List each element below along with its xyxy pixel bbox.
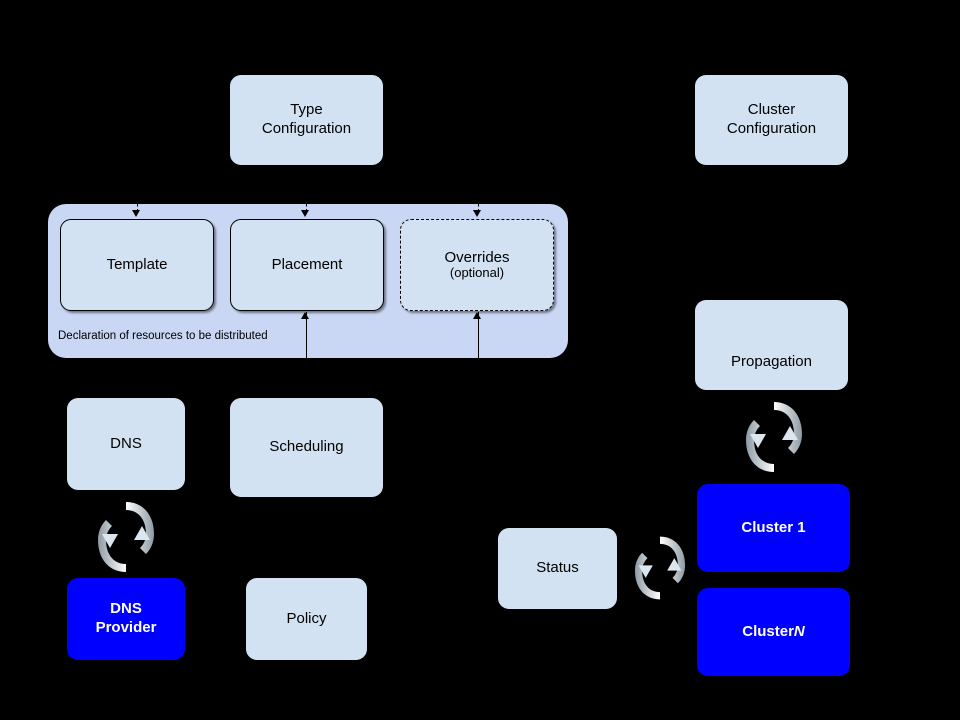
connector-type-config-to-placement xyxy=(306,198,307,212)
node-cluster-n-label-prefix: Cluster xyxy=(742,622,794,640)
node-cluster-n-label-italic: N xyxy=(793,622,805,640)
sync-propagation-to-cluster-icon xyxy=(736,396,812,478)
node-propagation[interactable]: Propagation xyxy=(695,300,848,390)
node-template-label: Template xyxy=(106,255,168,273)
node-propagation-label: Propagation xyxy=(731,353,812,371)
node-placement[interactable]: Placement xyxy=(230,219,384,311)
node-dns[interactable]: DNS xyxy=(67,398,185,490)
node-cluster-1-label: Cluster 1 xyxy=(741,518,806,536)
node-status-label: Status xyxy=(536,559,579,577)
connector-scheduling-inner-arrowhead xyxy=(301,312,309,319)
sync-status-to-cluster-icon xyxy=(626,528,694,608)
node-overrides[interactable]: Overrides (optional) xyxy=(400,219,554,311)
node-cluster-configuration-label: Cluster Configuration xyxy=(726,101,817,137)
sync-dns-to-provider-icon xyxy=(88,496,164,578)
connector-type-config-to-placement-arrowhead xyxy=(301,210,309,217)
connector-type-config-to-overrides-arrowhead xyxy=(473,210,481,217)
node-scheduling-label: Scheduling xyxy=(269,438,344,456)
node-overrides-sublabel: (optional) xyxy=(449,265,505,281)
node-dns-provider[interactable]: DNS Provider xyxy=(67,578,185,660)
node-cluster-configuration[interactable]: Cluster Configuration xyxy=(695,75,848,165)
group-caption: Declaration of resources to be distribut… xyxy=(58,330,268,342)
node-status[interactable]: Status xyxy=(498,528,617,609)
node-scheduling[interactable]: Scheduling xyxy=(230,398,383,497)
connector-type-config-to-overrides xyxy=(478,198,479,212)
node-policy-label: Policy xyxy=(286,609,327,627)
connector-type-config-to-template xyxy=(137,198,138,212)
node-template[interactable]: Template xyxy=(60,219,214,311)
node-cluster-n[interactable]: Cluster N xyxy=(697,588,850,676)
node-policy[interactable]: Policy xyxy=(246,578,367,660)
node-dns-label: DNS xyxy=(110,434,142,452)
node-type-configuration-label: Type Configuration xyxy=(261,101,352,137)
node-type-configuration[interactable]: Type Configuration xyxy=(230,75,383,165)
node-overrides-label: Overrides xyxy=(444,248,510,266)
connector-policy-inner-arrowhead xyxy=(473,312,481,319)
connector-type-config-to-template-arrowhead xyxy=(132,210,140,217)
node-placement-label: Placement xyxy=(271,255,343,273)
node-cluster-1[interactable]: Cluster 1 xyxy=(697,484,850,572)
connector-scheduling-inner-segment xyxy=(306,312,307,358)
connector-policy-inner-segment xyxy=(478,312,479,358)
node-dns-provider-label: DNS Provider xyxy=(95,600,157,636)
